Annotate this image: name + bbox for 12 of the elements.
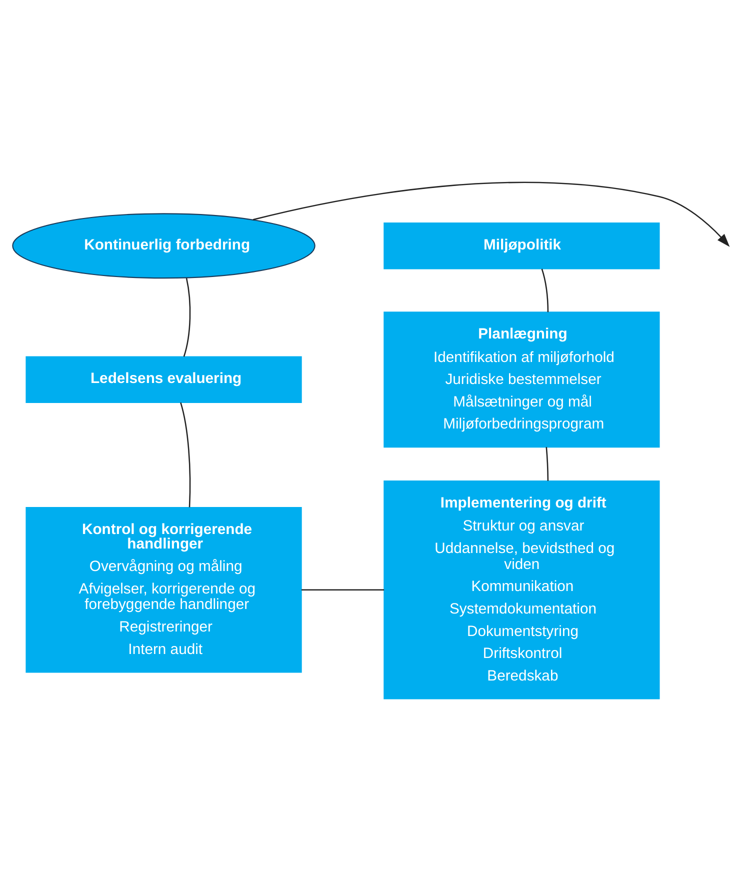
- connector: [301, 588, 384, 590]
- node-box: Kontrol og korrigerende handlinger Overvågning og måling Afvigelser, korrigerende og forebyggende handlinger Registreringer Intern audit: [26, 506, 302, 672]
- connector: [180, 402, 191, 507]
- node-ellipse: Kontinuerlig forbedring: [12, 212, 316, 278]
- connector: [546, 446, 549, 480]
- arrow: [252, 181, 730, 246]
- connector: [183, 277, 191, 356]
- node-box: Planlægning Identifikation af miljøforhold Juridiske bestemmelser Målsætninger og mål Miljøforbedringsprogram: [384, 311, 660, 448]
- node-box: Implementering og drift Struktur og ansvar Uddannelse, bevidsthed og viden Kommunikation Systemdokumentation Dokumentstyring Driftskontrol Beredskab: [384, 480, 660, 699]
- connector: [541, 268, 549, 312]
- node-box: Ledelsens evaluering: [26, 356, 302, 402]
- node-box: Miljøpolitik: [384, 222, 660, 269]
